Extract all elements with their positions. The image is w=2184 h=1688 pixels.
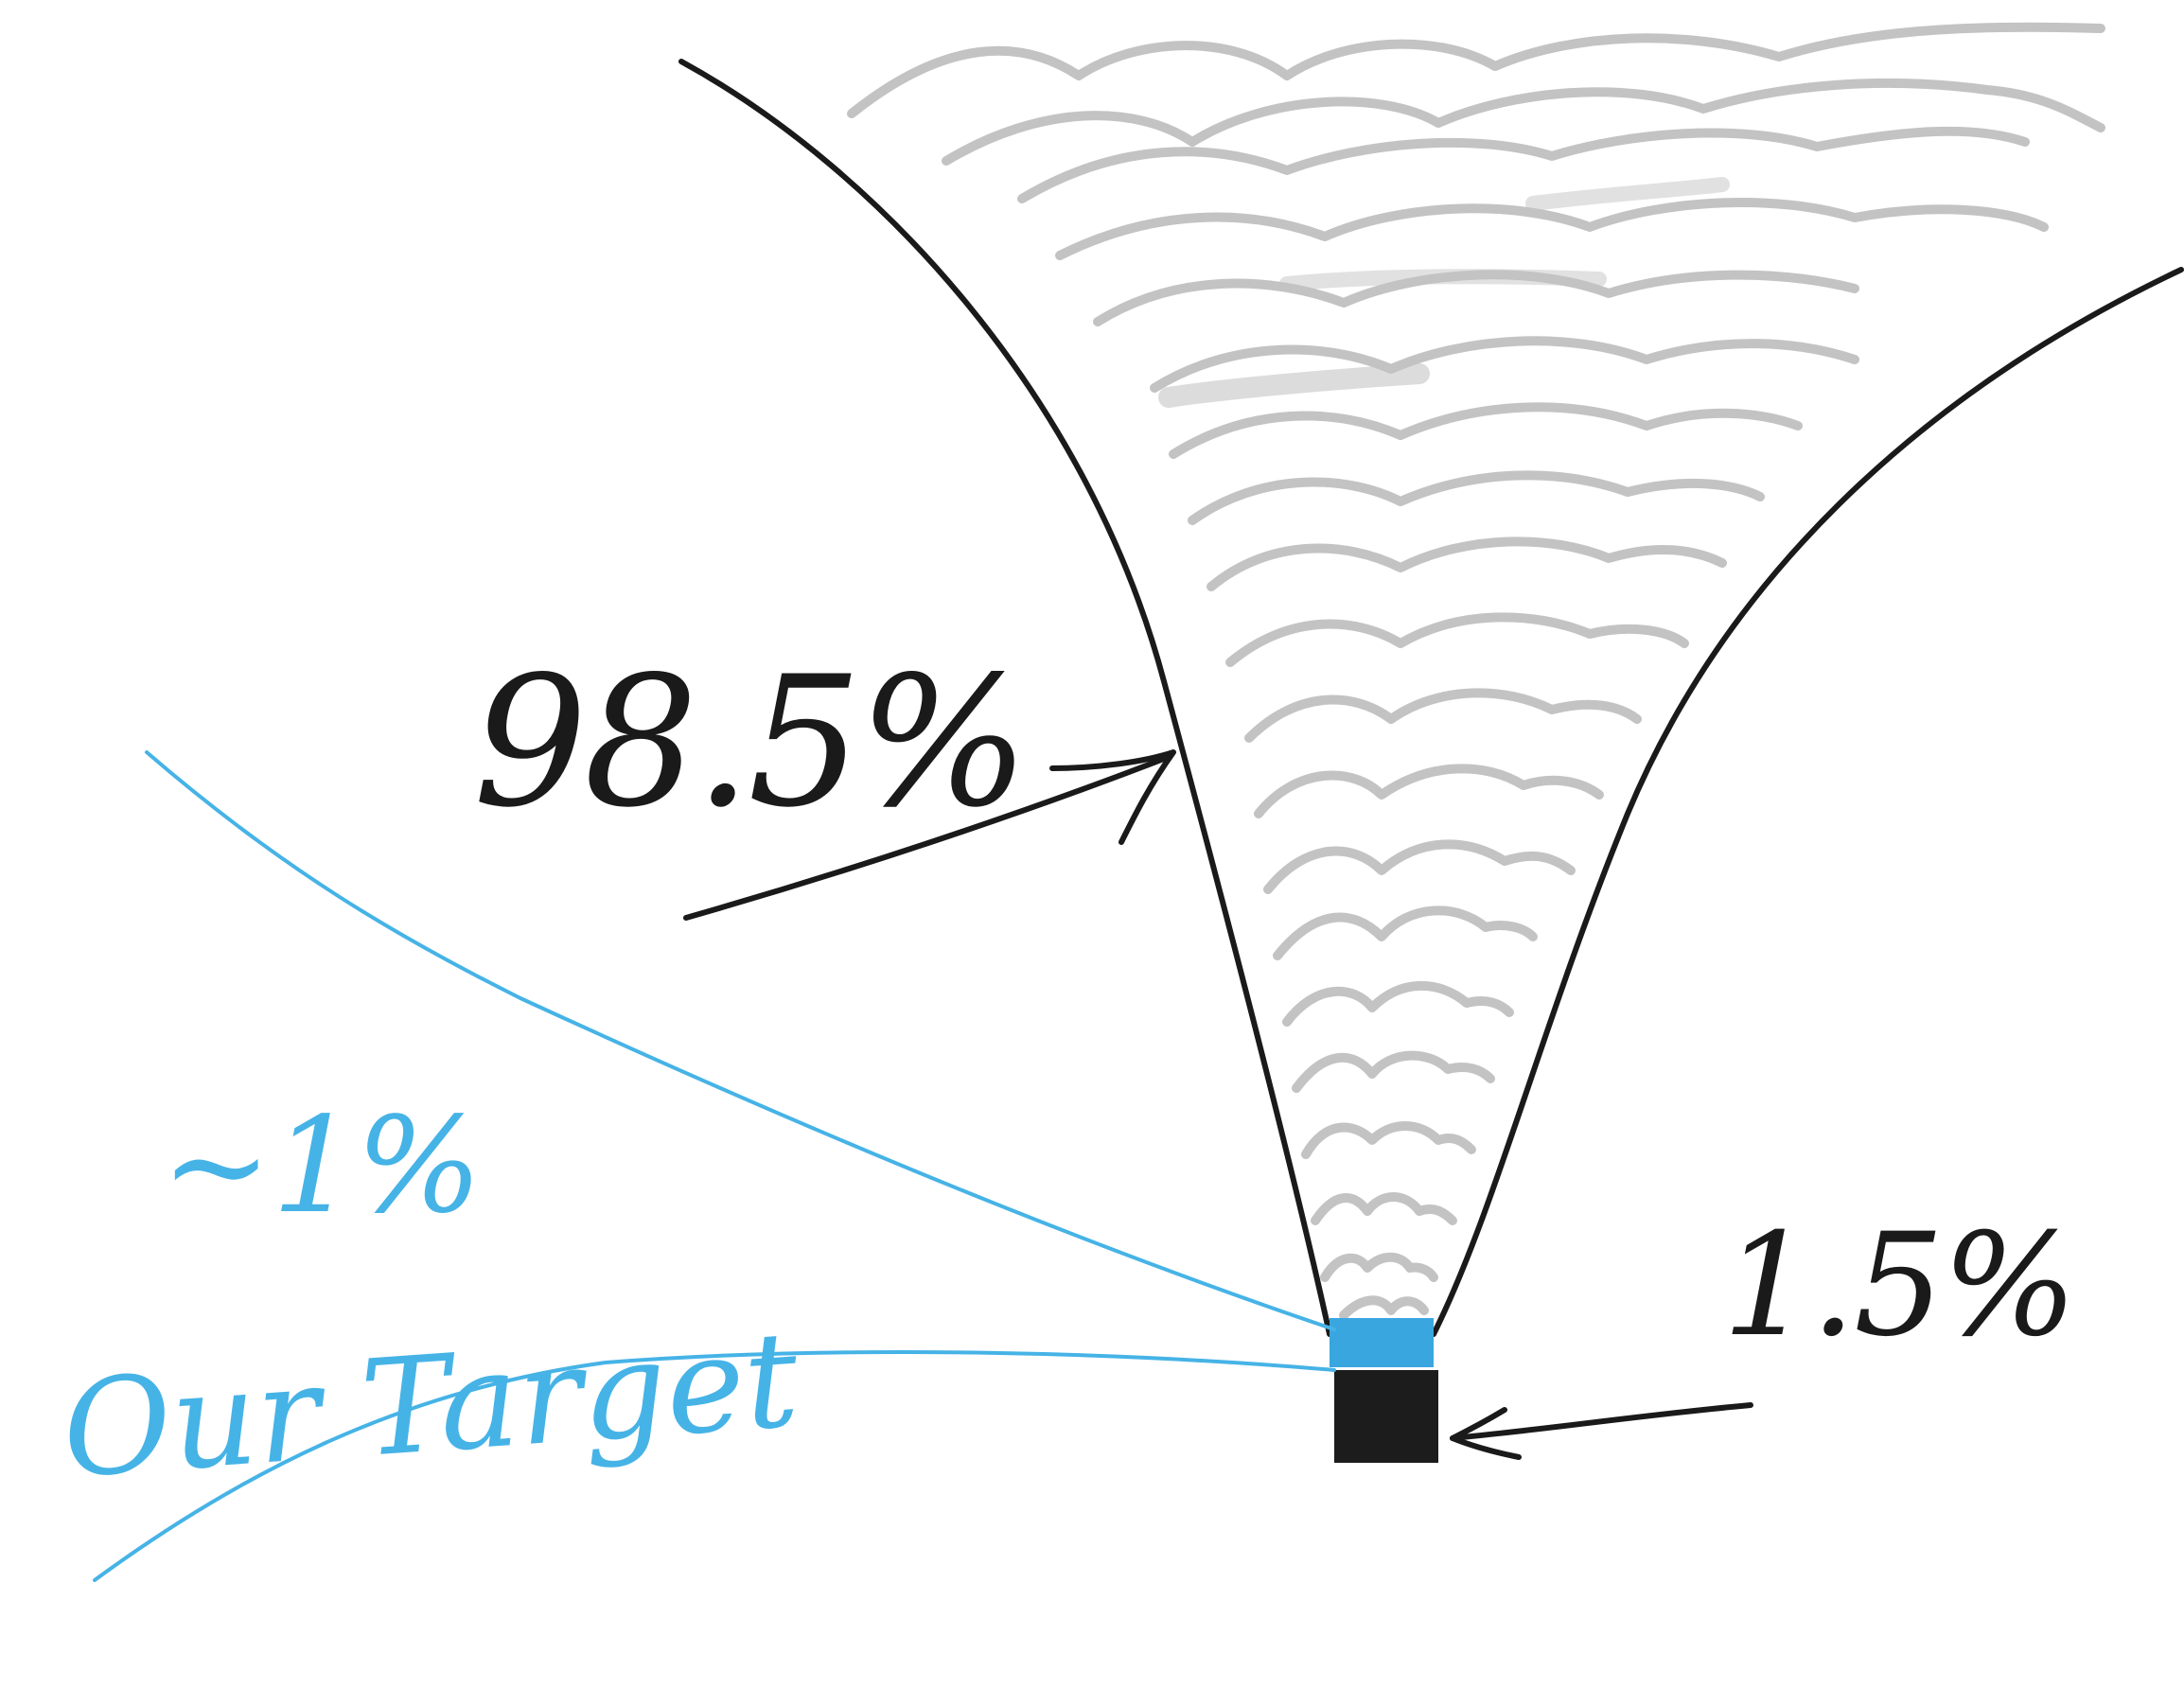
majority-arrow xyxy=(683,749,1176,921)
target-pointer-lines xyxy=(93,750,1336,1582)
base-block xyxy=(1334,1370,1438,1463)
majority-percent-label: 98.5% xyxy=(473,638,1026,847)
funnel-right-edge xyxy=(1431,267,2184,1337)
target-band xyxy=(1330,1318,1434,1367)
minority-arrow xyxy=(1450,1402,1753,1460)
funnel-scribble-fill xyxy=(847,22,2105,1320)
target-percent-label: ~1% xyxy=(161,1089,482,1243)
funnel-left-edge xyxy=(678,59,1332,1337)
minority-percent-label: 1.5% xyxy=(1722,1204,2075,1368)
target-caption-label: Our Target xyxy=(58,1303,803,1508)
